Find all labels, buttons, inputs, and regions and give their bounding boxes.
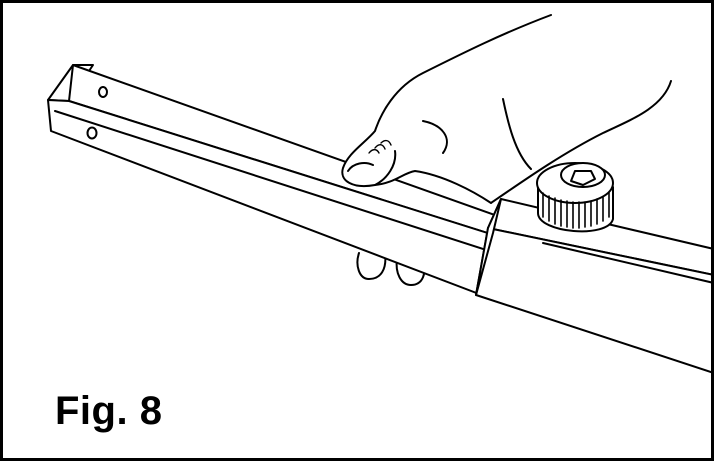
sleeve-tube-illustration <box>475 198 711 374</box>
square-tube-illustration <box>47 64 524 306</box>
assembly-illustration <box>47 14 711 374</box>
figure-caption: Fig. 8 <box>55 389 163 433</box>
knurled-knob-illustration <box>536 162 614 233</box>
hand-illustration <box>341 14 672 204</box>
